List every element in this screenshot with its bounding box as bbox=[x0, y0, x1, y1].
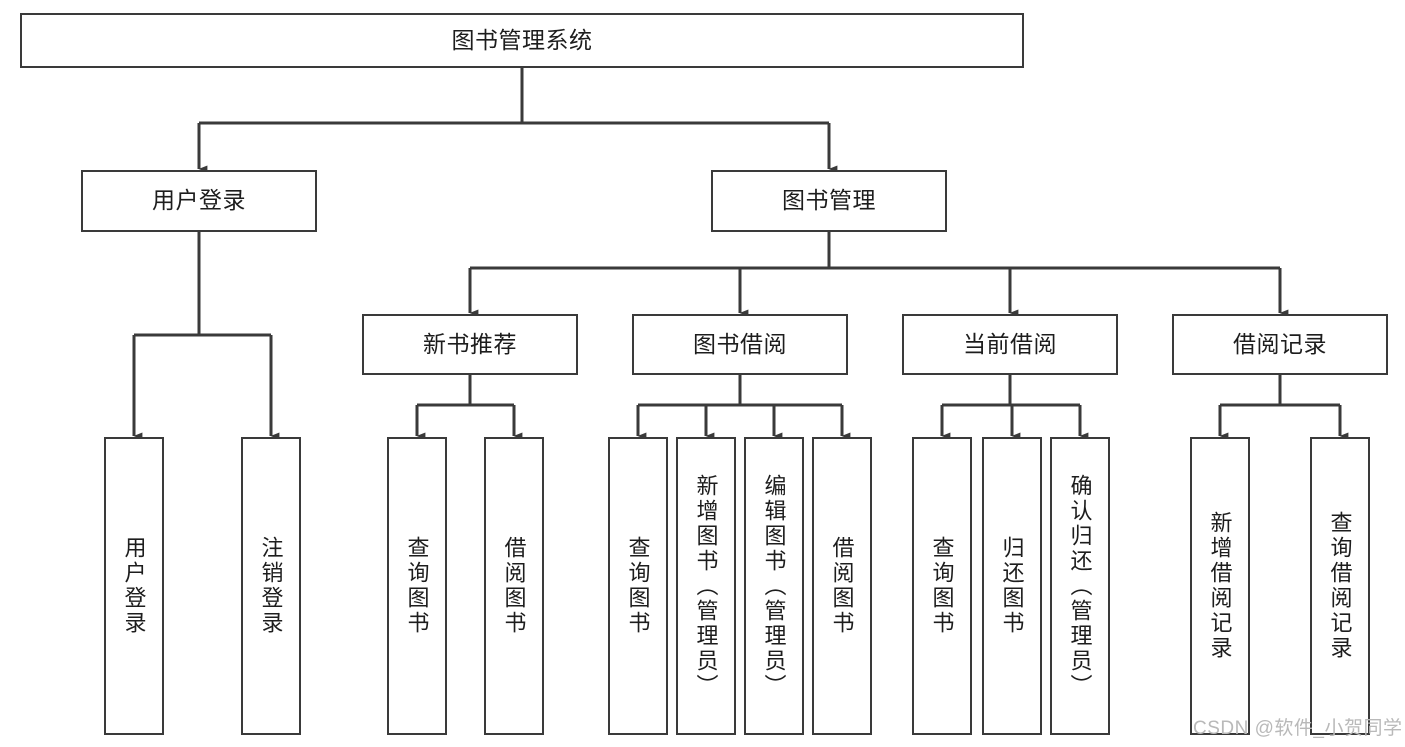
node-leaf-rec-query[interactable]: 查询图书 bbox=[387, 437, 447, 735]
node-label: 编辑图书（管理员） bbox=[761, 473, 787, 699]
node-label: 图书管理 bbox=[782, 187, 876, 214]
node-label: 查询图书 bbox=[404, 536, 430, 636]
node-label: 用户登录 bbox=[152, 187, 246, 214]
node-label: 新增借阅记录 bbox=[1207, 511, 1233, 661]
node-current-borrow[interactable]: 当前借阅 bbox=[902, 314, 1118, 375]
node-leaf-cur-query[interactable]: 查询图书 bbox=[912, 437, 972, 735]
node-borrow-record[interactable]: 借阅记录 bbox=[1172, 314, 1388, 375]
node-label: 新书推荐 bbox=[423, 330, 517, 357]
node-label: 注销登录 bbox=[258, 536, 284, 636]
node-label: 图书借阅 bbox=[693, 330, 787, 357]
node-label: 图书管理系统 bbox=[451, 26, 593, 53]
tree-connectors bbox=[132, 68, 1349, 440]
node-leaf-cur-return[interactable]: 归还图书 bbox=[982, 437, 1042, 735]
node-user-login[interactable]: 用户登录 bbox=[81, 170, 317, 232]
node-label: 查询图书 bbox=[625, 536, 651, 636]
node-leaf-user-logout[interactable]: 注销登录 bbox=[241, 437, 301, 735]
node-label: 新增图书（管理员） bbox=[693, 473, 719, 699]
node-leaf-borrow-lend[interactable]: 借阅图书 bbox=[812, 437, 872, 735]
node-label: 用户登录 bbox=[121, 536, 147, 636]
node-leaf-rec-add[interactable]: 新增借阅记录 bbox=[1190, 437, 1250, 735]
node-leaf-borrow-edit[interactable]: 编辑图书（管理员） bbox=[744, 437, 804, 735]
node-label: 借阅图书 bbox=[829, 536, 855, 636]
node-leaf-rec-borrow[interactable]: 借阅图书 bbox=[484, 437, 544, 735]
node-leaf-cur-confirm[interactable]: 确认归还（管理员） bbox=[1050, 437, 1110, 735]
node-label: 查询借阅记录 bbox=[1327, 511, 1353, 661]
node-book-manage[interactable]: 图书管理 bbox=[711, 170, 947, 232]
node-label: 借阅图书 bbox=[501, 536, 527, 636]
node-label: 归还图书 bbox=[999, 536, 1025, 636]
node-leaf-rec-query2[interactable]: 查询借阅记录 bbox=[1310, 437, 1370, 735]
node-leaf-user-login[interactable]: 用户登录 bbox=[104, 437, 164, 735]
node-label: 查询图书 bbox=[929, 536, 955, 636]
node-new-book-rec[interactable]: 新书推荐 bbox=[362, 314, 578, 375]
node-root[interactable]: 图书管理系统 bbox=[20, 13, 1024, 68]
node-leaf-borrow-add[interactable]: 新增图书（管理员） bbox=[676, 437, 736, 735]
node-book-borrow[interactable]: 图书借阅 bbox=[632, 314, 848, 375]
node-label: 确认归还（管理员） bbox=[1067, 473, 1093, 699]
node-leaf-borrow-query[interactable]: 查询图书 bbox=[608, 437, 668, 735]
node-label: 当前借阅 bbox=[963, 330, 1057, 357]
node-label: 借阅记录 bbox=[1233, 330, 1327, 357]
